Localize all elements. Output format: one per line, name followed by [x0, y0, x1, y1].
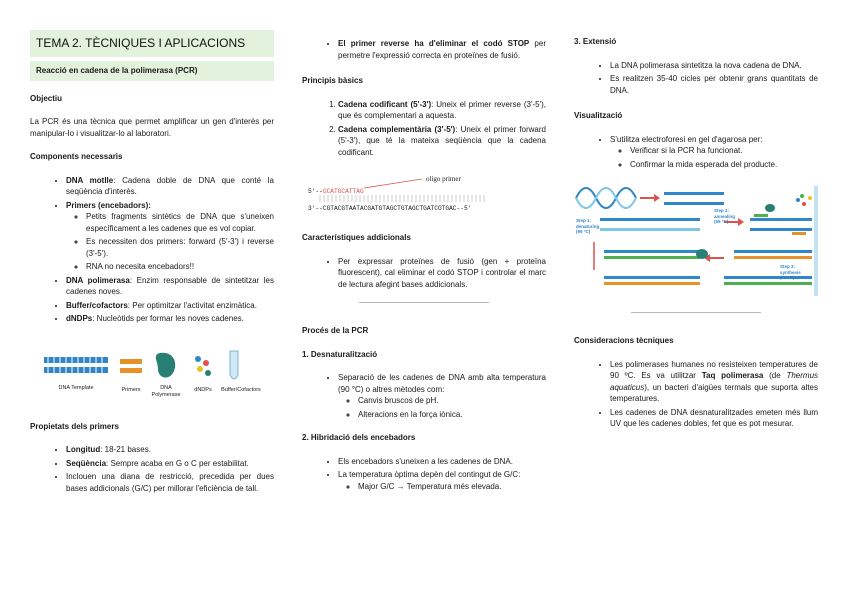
caracteristiques-heading: Característiques addicionals [302, 233, 411, 242]
icon-label-buffer: Buffer/Cofactors [221, 386, 261, 393]
list-item: S'utilitza electroforesi en gel d'agaros… [610, 134, 818, 171]
proces-heading: Procés de la PCR [302, 326, 369, 335]
diagram-step-3-label: Step 3: synthesis (72 °C) [780, 264, 801, 280]
extensio-list: La DNA polimerasa sintetitza la nova cad… [574, 60, 818, 97]
list-item: Separació de les cadenes de DNA amb alta… [338, 372, 546, 420]
visualitzacio-heading: Visualització [574, 111, 623, 120]
list-item: Major G/C → Temperatura més elevada. [358, 481, 546, 493]
list-item: El primer reverse ha d'eliminar el codó … [338, 38, 546, 61]
visualitzacio-sublist: Verificar si la PCR ha funcionat. Confir… [610, 145, 818, 170]
desnat-sublist: Canvis bruscos de pH. Alteracions en la … [338, 395, 546, 420]
list-item: Buffer/cofactors: Per optimitzar l'activ… [66, 300, 274, 312]
primer-sequence-figure: oligo primer 5'--GCATGCATTAG 3'--CG [302, 174, 546, 218]
hibridacio-heading: 2. Hibridació dels encebadors [302, 433, 416, 442]
pcr-diagram-art [575, 186, 818, 296]
pcr-cycle-diagram: Step 1: denaturing (95 °C) Step 2: annea… [574, 178, 818, 304]
page-title: TEMA 2. TÈCNIQUES I APLICACIONS [30, 30, 274, 57]
extensio-heading: 3. Extensió [574, 37, 617, 46]
list-item: DNA motlle: Cadena doble de DNA que cont… [66, 175, 274, 198]
list-item: Es necessiten dos primers: forward (5'-3… [86, 236, 274, 259]
list-item: La DNA polimerasa sintetitza la nova cad… [610, 60, 818, 72]
column-2: El primer reverse ha d'eliminar el codó … [302, 30, 546, 494]
list-item: La temperatura òptima depèn del contingu… [338, 469, 546, 492]
list-item: Les cadenes de DNA desnaturalitzades eme… [610, 407, 818, 430]
list-item: Cadena complementària (3'-5'): Uneix el … [338, 124, 546, 159]
objectiu-heading: Objectiu [30, 93, 63, 103]
divider [359, 302, 489, 303]
icon-label-dna-template: DNA Template [58, 384, 94, 391]
list-item: Es realitzen 35-40 cicles per obtenir gr… [610, 73, 818, 96]
components-list: DNA motlle: Cadena doble de DNA que cont… [30, 175, 274, 325]
list-item: Confirmar la mida esperada del producte. [630, 159, 818, 171]
icon-label-primers: Primers [121, 386, 141, 393]
buffer-tube-icon [229, 350, 239, 379]
diagram-step-2-label: Step 2: annealing (55 °C) [714, 208, 736, 224]
primer-arrow [319, 178, 485, 202]
principis-heading: Principis bàsics [302, 76, 363, 85]
propietats-heading: Propietats dels primers [30, 421, 119, 431]
list-item: Alteracions en la força iònica. [358, 409, 546, 421]
list-item: RNA no necesita encebadors!! [86, 261, 274, 273]
dndps-icon [195, 355, 211, 376]
visualitzacio-list: S'utilitza electroforesi en gel d'agaros… [574, 134, 818, 171]
primer-sublist: Petits fragments sintètics de DNA que s'… [66, 211, 274, 273]
list-item: Per expressar proteïnes de fusió (gen + … [338, 256, 546, 291]
dna-template-icon [44, 356, 108, 373]
list-item: Seqüència: Sempre acaba en G o C per est… [66, 458, 274, 470]
components-illustration: DNA Template Primers DNA Polymerase dNDP… [30, 347, 274, 407]
diagram-step-1-label: Step 1: denaturing (95 °C) [576, 218, 600, 234]
list-item: Cadena codificant (5'-3'): Uneix el prim… [338, 99, 546, 122]
dna-polymerase-icon [155, 352, 176, 378]
icon-label-dna-polymerase: DNA Polymerase [151, 384, 181, 398]
caracteristiques-list: Per expressar proteïnes de fusió (gen + … [302, 256, 546, 291]
desnaturalitzacio-list: Separació de les cadenes de DNA amb alta… [302, 372, 546, 420]
list-item: Primers (encebadors): Petits fragments s… [66, 200, 274, 273]
hibridacio-list: Els encebadors s'uneixen a les cadenes d… [302, 456, 546, 493]
divider [631, 312, 761, 313]
hibrid-sublist: Major G/C → Temperatura més elevada. [338, 481, 546, 493]
icon-label-dndps: dNDPs [194, 386, 212, 393]
sequence-bottom: 3'--CGTACGTAATACGATGTAGCTGTAGCTGATCGTGAC… [308, 205, 472, 212]
list-item: Inclouen una diana de restricció, preced… [66, 471, 274, 494]
components-heading: Components necessaris [30, 152, 123, 161]
section-subtitle: Reacció en cadena de la polimerasa (PCR) [30, 61, 274, 81]
list-item: Els encebadors s'uneixen a les cadenes d… [338, 456, 546, 468]
sequence-top: 5'--GCATGCATTAG [308, 188, 364, 195]
column-3: 3. Extensió La DNA polimerasa sintetitza… [574, 30, 818, 432]
column-1: TEMA 2. TÈCNIQUES I APLICACIONS Reacció … [30, 30, 274, 496]
list-item: Longitud: 18-21 bases. [66, 444, 274, 456]
list-item: Verificar si la PCR ha funcionat. [630, 145, 818, 157]
list-item: Les polimerases humanes no resisteixen t… [610, 359, 818, 405]
oligo-primer-label: oligo primer [426, 175, 461, 183]
list-item: DNA polimerasa: Enzim responsable de sin… [66, 275, 274, 298]
consideracions-heading: Consideracions tècniques [574, 336, 674, 345]
consideracions-list: Les polimerases humanes no resisteixen t… [574, 359, 818, 430]
list-item: Canvis bruscos de pH. [358, 395, 546, 407]
primers-icon [120, 358, 142, 373]
list-item: dNDPs: Nucleòtids per formar les noves c… [66, 313, 274, 325]
propietats-list: Longitud: 18-21 bases. Seqüència: Sempre… [30, 444, 274, 494]
principis-list: Cadena codificant (5'-3'): Uneix el prim… [302, 99, 546, 159]
components-icons [44, 350, 239, 379]
desnaturalitzacio-heading: 1. Desnaturalització [302, 349, 378, 359]
objectiu-text: La PCR és una tècnica que permet amplifi… [30, 117, 274, 138]
reverse-list: El primer reverse ha d'eliminar el codó … [302, 38, 546, 61]
list-item: Petits fragments sintètics de DNA que s'… [86, 211, 274, 234]
